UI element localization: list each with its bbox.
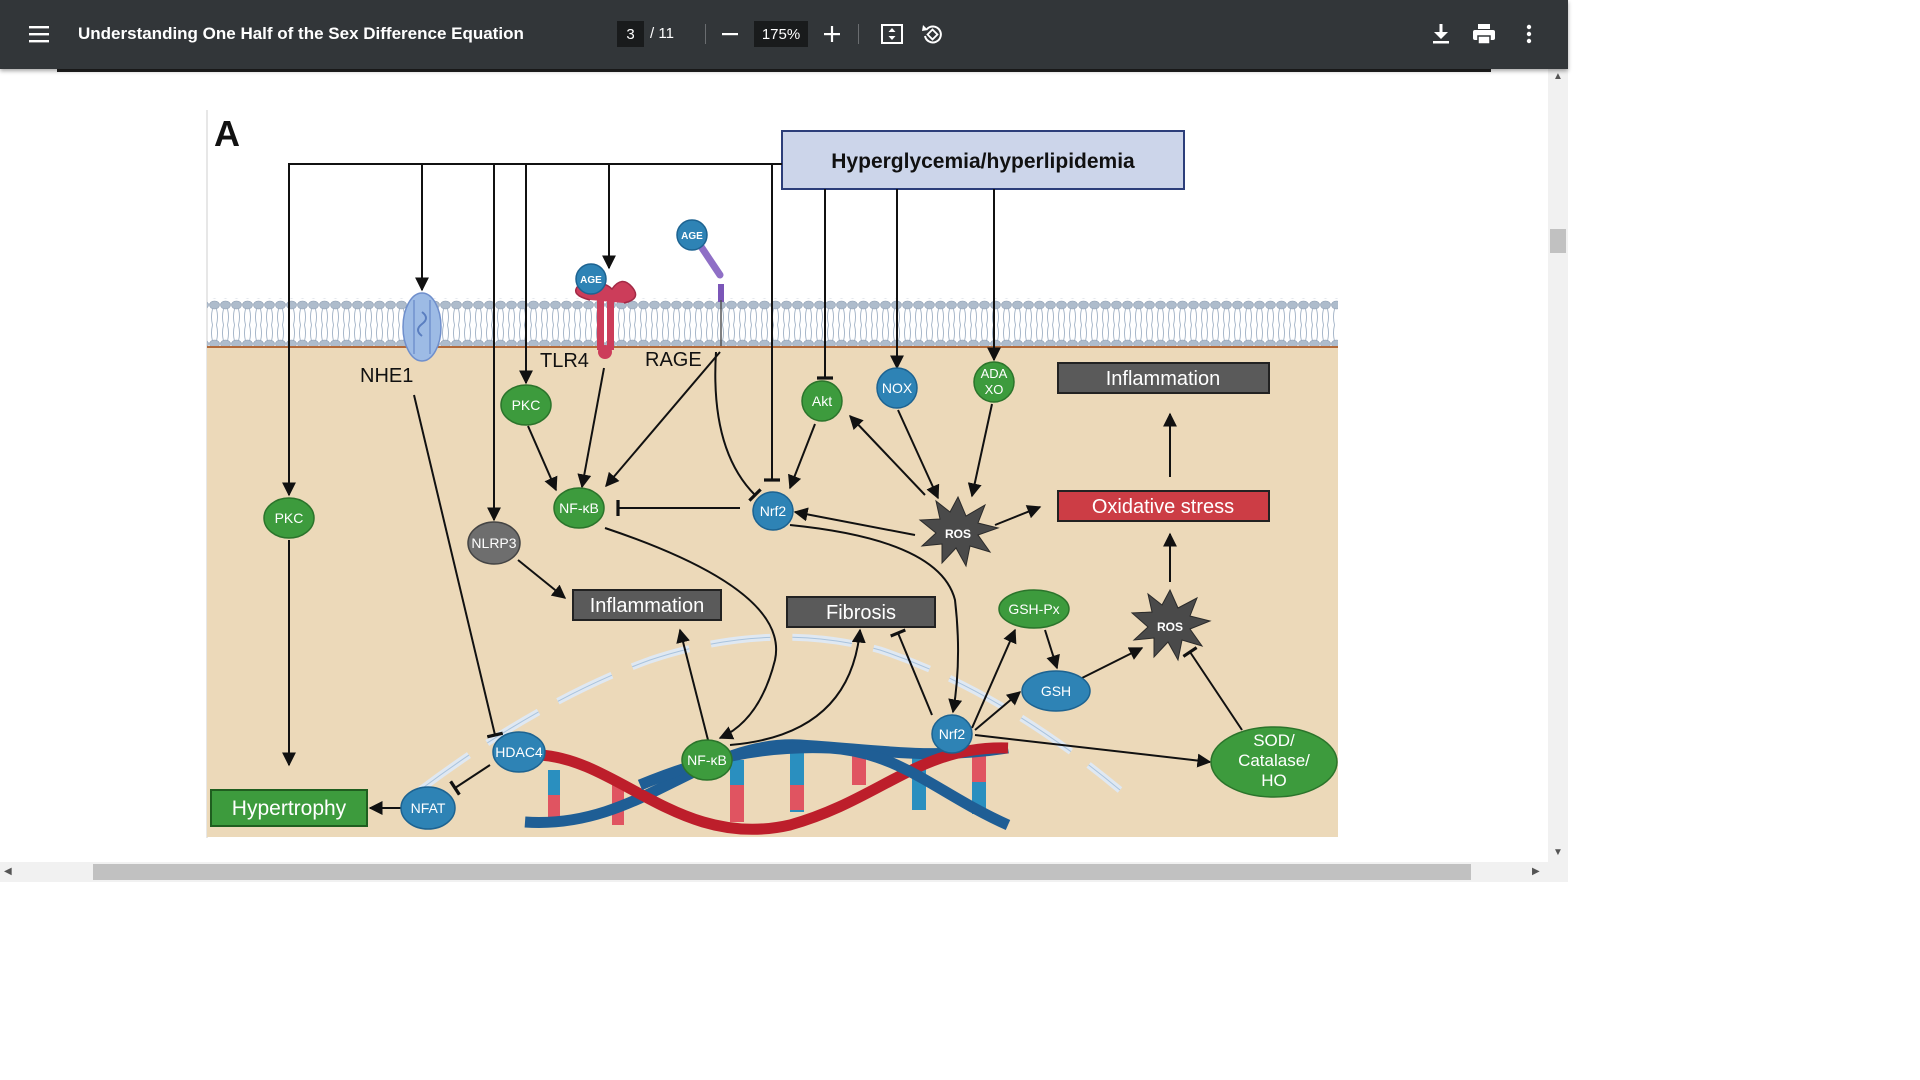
- download-icon[interactable]: [1427, 20, 1455, 48]
- pdf-toolbar: Understanding One Half of the Sex Differ…: [0, 0, 1568, 69]
- svg-text:NLRP3: NLRP3: [471, 535, 516, 551]
- panel-label: A: [214, 113, 240, 154]
- svg-text:Oxidative stress: Oxidative stress: [1092, 496, 1234, 518]
- svg-text:NF-κB: NF-κB: [559, 500, 599, 516]
- fibrosis-box: [786, 596, 936, 628]
- rage-label: RAGE: [645, 349, 702, 371]
- scroll-left-arrow-icon[interactable]: ◀: [4, 866, 12, 877]
- ros-burst: ROS: [918, 495, 1000, 568]
- inflammation-box: [572, 589, 722, 621]
- svg-text:GSH-Px: GSH-Px: [1008, 601, 1059, 617]
- nfkb-node: [681, 739, 733, 781]
- hdac4-node: [492, 731, 546, 773]
- gsh-node: [1021, 670, 1091, 712]
- zoom-in-icon[interactable]: [818, 20, 846, 48]
- svg-text:NOX: NOX: [882, 380, 913, 396]
- svg-text:Nrf2: Nrf2: [939, 726, 966, 742]
- hyperglycemia-box: [781, 130, 1185, 190]
- nhe1-channel: [402, 292, 442, 362]
- gshpx-node: [998, 589, 1070, 629]
- scrollbar-corner: [1548, 862, 1568, 882]
- zoom-level-input[interactable]: [754, 21, 808, 47]
- svg-text:AGE: AGE: [580, 275, 602, 286]
- menu-icon[interactable]: [26, 22, 52, 46]
- nfat-node: [400, 786, 456, 830]
- ros-burst: ROS: [1130, 588, 1212, 662]
- toolbar-divider: [705, 24, 706, 44]
- more-options-icon[interactable]: [1515, 20, 1543, 48]
- nox-node: [876, 367, 918, 409]
- toolbar-divider: [858, 24, 859, 44]
- age-molecule: [676, 219, 708, 251]
- tlr4-label: TLR4: [540, 350, 589, 372]
- vertical-scroll-thumb[interactable]: [1550, 229, 1566, 253]
- svg-text:ADA: ADA: [981, 366, 1008, 381]
- fit-page-icon[interactable]: [878, 20, 906, 48]
- svg-text:HO: HO: [1261, 771, 1287, 790]
- nhe1-label: NHE1: [360, 365, 413, 387]
- svg-text:AGE: AGE: [681, 231, 703, 242]
- scroll-down-arrow-icon[interactable]: ▼: [1553, 847, 1563, 858]
- svg-text:Inflammation: Inflammation: [1106, 368, 1221, 390]
- akt-node: [801, 380, 843, 422]
- page-total: / 11: [650, 25, 674, 42]
- nlrp3-node: [467, 521, 521, 565]
- scroll-up-arrow-icon[interactable]: ▲: [1553, 71, 1563, 82]
- oxidative-stress-box: [1057, 490, 1270, 522]
- hyperglycemia-label: Hyperglycemia/hyperlipidemia: [831, 150, 1135, 173]
- nrf2-node: [752, 491, 794, 531]
- print-icon[interactable]: [1470, 20, 1498, 48]
- svg-text:Nrf2: Nrf2: [760, 503, 787, 519]
- rage-receptor: [696, 241, 724, 346]
- svg-text:PKC: PKC: [275, 510, 304, 526]
- svg-text:GSH: GSH: [1041, 683, 1071, 699]
- pkc-node: [500, 384, 552, 426]
- svg-text:XO: XO: [985, 382, 1004, 397]
- pkc-node: [263, 497, 315, 539]
- svg-text:HDAC4: HDAC4: [495, 744, 543, 760]
- horizontal-scroll-thumb[interactable]: [93, 864, 1471, 880]
- figure-diagram: A Hyperglycemia/hyperlipidemia: [206, 110, 1338, 838]
- svg-text:NFAT: NFAT: [411, 800, 446, 816]
- svg-text:Catalase/: Catalase/: [1238, 751, 1310, 770]
- svg-text:PKC: PKC: [512, 397, 541, 413]
- horizontal-scrollbar[interactable]: ◀ ▶: [0, 862, 1548, 882]
- svg-text:SOD/: SOD/: [1253, 731, 1295, 750]
- hypertrophy-box: [210, 789, 368, 827]
- document-title: Understanding One Half of the Sex Differ…: [78, 24, 524, 43]
- age-molecule: [575, 263, 607, 295]
- scroll-right-arrow-icon[interactable]: ▶: [1532, 866, 1540, 877]
- document-viewer: A Hyperglycemia/hyperlipidemia: [0, 69, 1548, 862]
- inflammation-box: [1057, 362, 1270, 394]
- rotate-icon[interactable]: [918, 20, 946, 48]
- svg-text:Inflammation: Inflammation: [590, 595, 705, 617]
- page-rule: [57, 69, 1491, 72]
- nrf2-node: [931, 714, 973, 754]
- page-number-input[interactable]: [617, 21, 644, 47]
- svg-text:Akt: Akt: [812, 393, 832, 409]
- vertical-scrollbar[interactable]: ▲ ▼: [1548, 69, 1568, 862]
- nfkb-node: [553, 487, 605, 529]
- svg-text:ROS: ROS: [1157, 620, 1183, 634]
- svg-text:Hypertrophy: Hypertrophy: [232, 797, 347, 820]
- zoom-out-icon[interactable]: [716, 20, 744, 48]
- sod-catalase-ho-node: [1210, 726, 1338, 798]
- svg-text:Fibrosis: Fibrosis: [826, 602, 896, 624]
- ada-xo-node: [973, 361, 1015, 403]
- svg-text:NF-κB: NF-κB: [687, 752, 727, 768]
- svg-text:ROS: ROS: [945, 527, 971, 541]
